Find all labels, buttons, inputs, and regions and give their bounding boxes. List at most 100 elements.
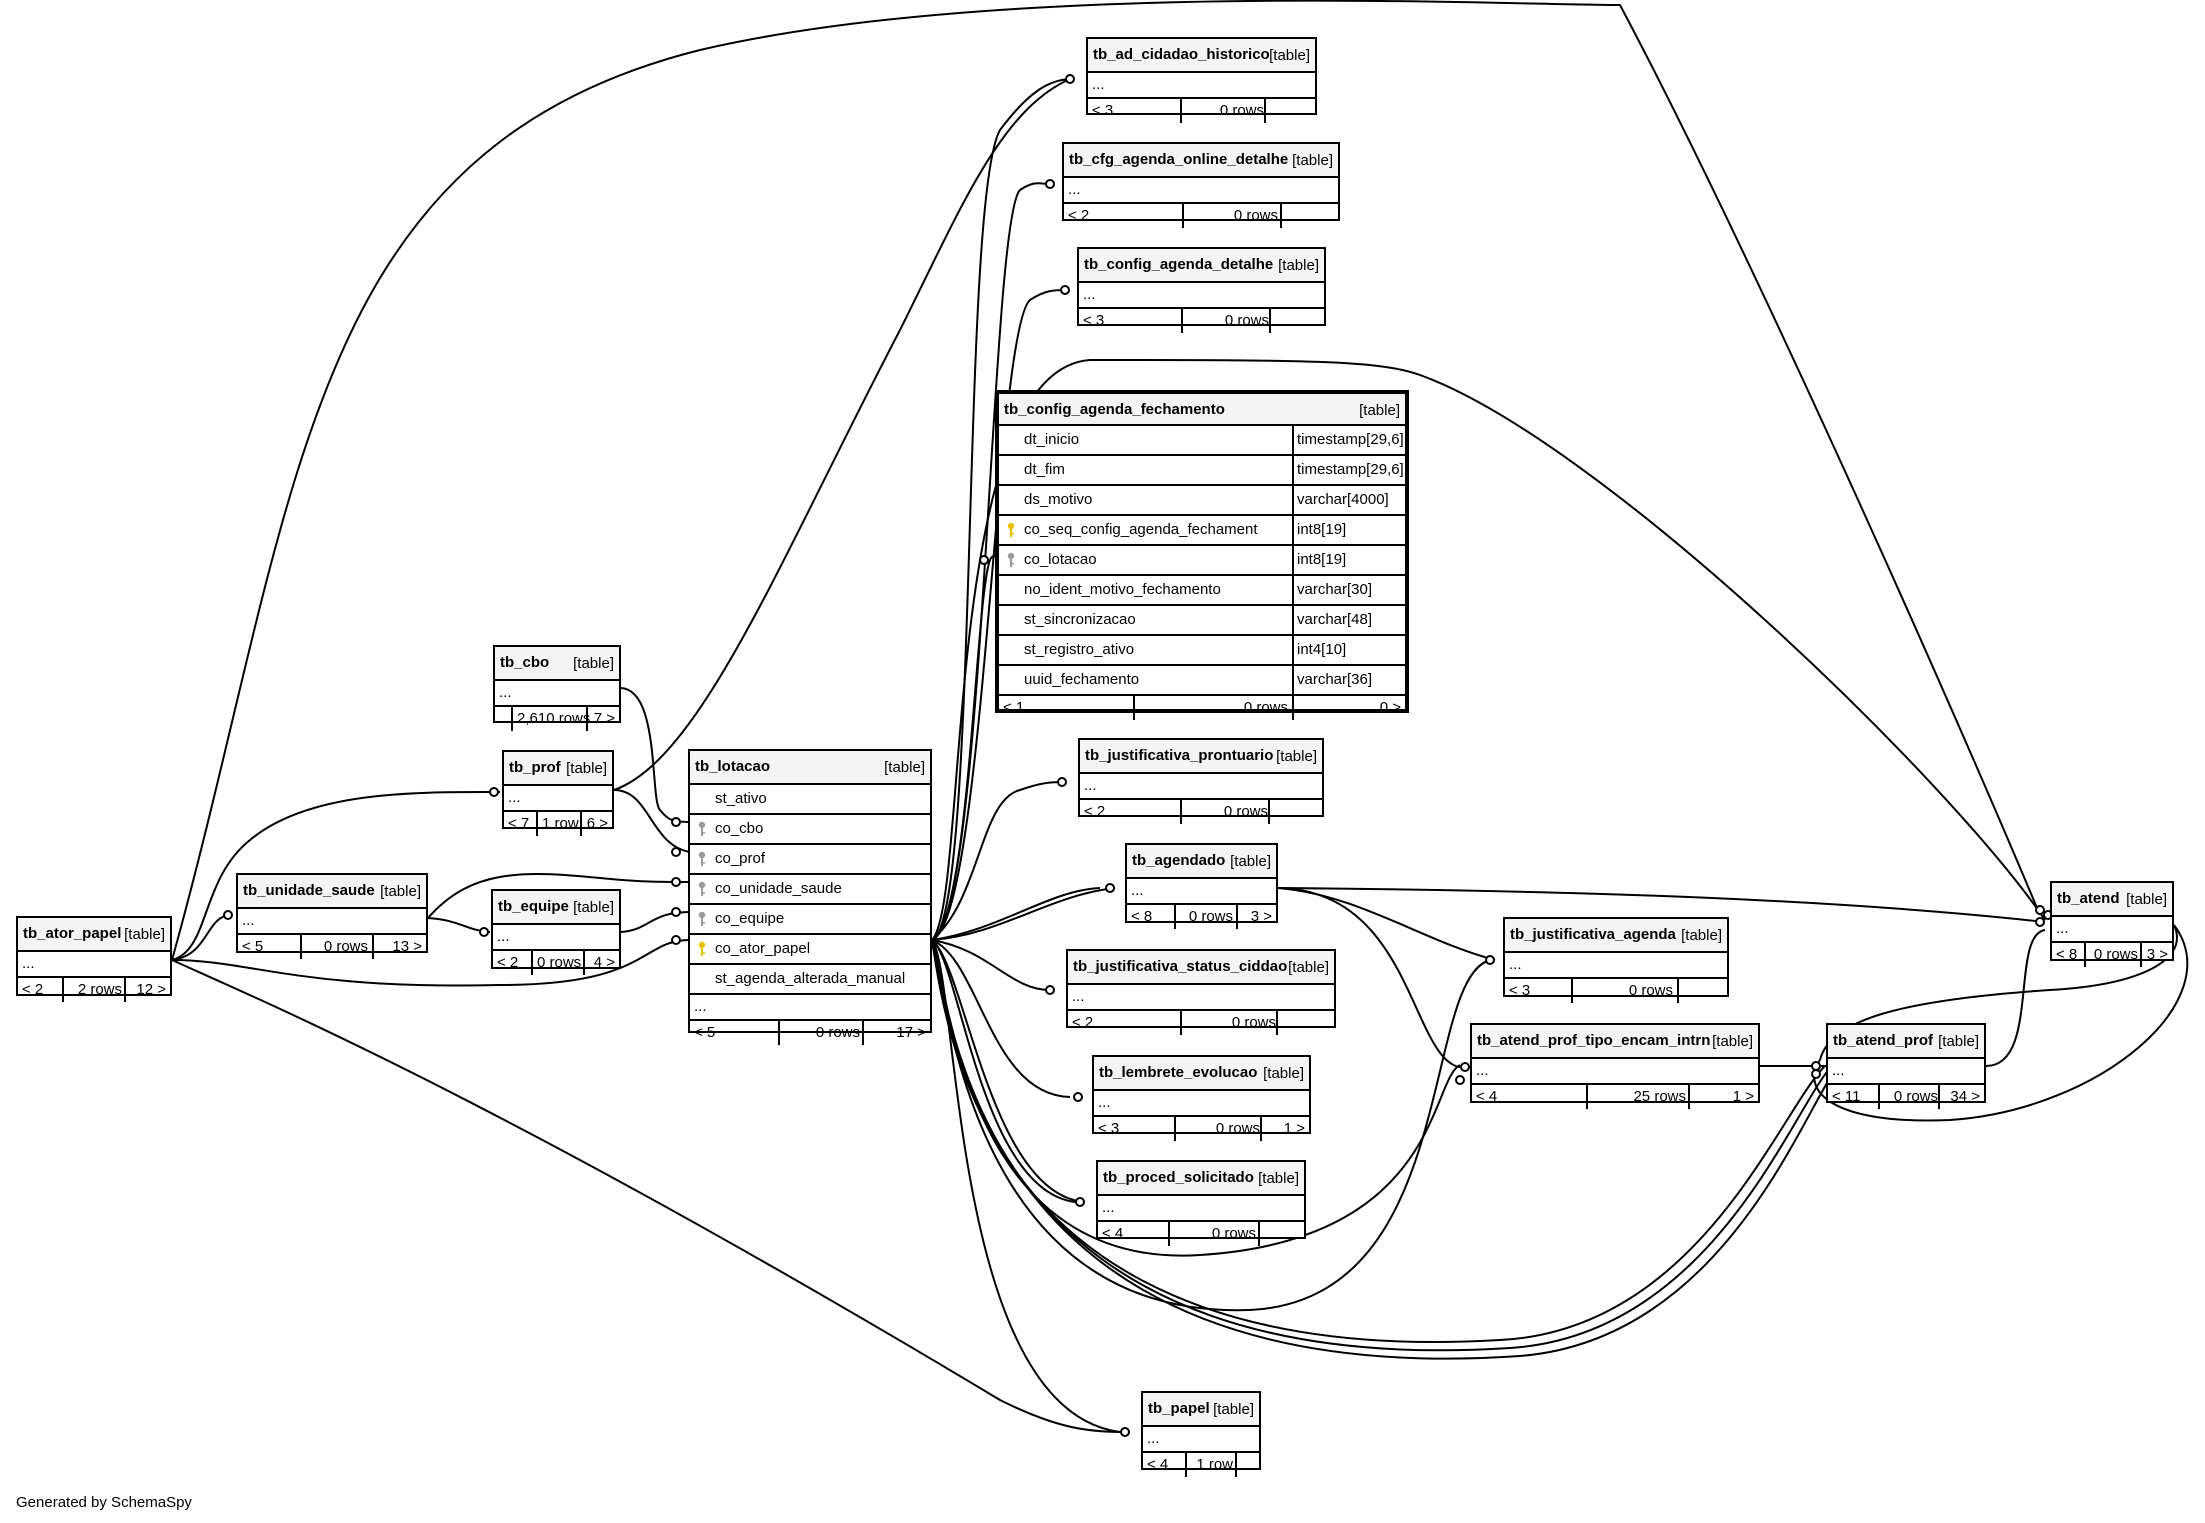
parents-link[interactable]: < 2 [497,954,519,971]
parents-link[interactable]: < 2 [1084,803,1106,820]
table-name[interactable]: tb_atend [2057,890,2120,907]
children-link[interactable]: 6 > [580,812,612,836]
table-name[interactable]: tb_lembrete_evolucao [1099,1064,1258,1081]
table-name[interactable]: tb_atend_prof_tipo_encam_intrn [1477,1032,1711,1049]
table-type: [table] [2126,891,2167,908]
table-name[interactable]: tb_ad_cidadao_historico [1093,46,1270,63]
parents-link[interactable] [495,707,503,731]
children-link[interactable]: 4 > [583,951,619,975]
table-name[interactable]: tb_lotacao [695,758,771,775]
children-link[interactable] [1264,99,1315,123]
table-name[interactable]: tb_papel [1148,1400,1210,1417]
children-link[interactable]: 12 > [124,978,170,1002]
children-link[interactable] [1258,1222,1304,1246]
children-link[interactable] [1280,204,1338,228]
table-atend-prof-tipo-encam-intrn[interactable]: tb_atend_prof_tipo_encam_intrn[table] ..… [1470,1023,1760,1109]
table-config-agenda-fechamento[interactable]: tb_config_agenda_fechamento[table] dt_in… [995,390,1409,720]
table-name[interactable]: tb_justificativa_prontuario [1085,747,1274,764]
parents-link[interactable]: < 5 [694,1024,716,1041]
table-name[interactable]: tb_ator_papel [23,925,122,942]
table-name[interactable]: tb_config_agenda_fechamento [1004,401,1225,418]
parents-link[interactable]: < 4 [1102,1225,1124,1242]
children-link[interactable]: 1 > [1260,1117,1309,1141]
column-row[interactable]: st_agenda_alterada_manual [690,965,930,995]
children-link[interactable]: 17 > [862,1021,930,1045]
parents-link[interactable]: < 2 [1072,1014,1094,1031]
parents-link[interactable]: < 4 [1147,1456,1169,1473]
parents-link[interactable]: < 3 [1509,982,1531,999]
parents-link[interactable]: < 3 [1098,1120,1120,1137]
column-row[interactable]: co_equipe [690,905,930,935]
children-link[interactable] [1235,1453,1259,1477]
parents-link[interactable]: < 4 [1476,1088,1498,1105]
children-link[interactable] [1677,979,1727,1003]
column-row[interactable]: co_cbo [690,815,930,845]
table-name[interactable]: tb_prof [509,759,561,776]
column-row[interactable]: co_prof [690,845,930,875]
table-name[interactable]: tb_cbo [500,654,550,671]
children-link[interactable] [1276,1011,1334,1035]
table-justificativa-prontuario[interactable]: tb_justificativa_prontuario[table] ... <… [1078,738,1324,824]
parents-link[interactable]: < 2 [1068,207,1090,224]
parents-link[interactable]: < 8 [1131,908,1153,925]
children-link[interactable]: 1 > [1688,1085,1758,1109]
parents-link[interactable]: < 5 [242,938,264,955]
table-justificativa-status-ciddao[interactable]: tb_justificativa_status_ciddao[table] ..… [1066,949,1336,1035]
children-link[interactable] [1269,309,1324,333]
parents-link[interactable]: < 7 [508,815,530,832]
edge-unidade-lotacao [427,873,691,919]
children-link[interactable]: 3 > [2140,943,2172,967]
children-link[interactable]: 0 > [1292,696,1405,720]
table-name[interactable]: tb_equipe [498,898,569,915]
table-name[interactable]: tb_justificativa_status_ciddao [1073,958,1288,975]
children-link[interactable]: 7 > [586,707,619,731]
table-name[interactable]: tb_config_agenda_detalhe [1084,256,1274,273]
table-cfg-agenda-online-detalhe[interactable]: tb_cfg_agenda_online_detalhe[table] ... … [1062,142,1340,228]
children-link[interactable]: 34 > [1938,1085,1984,1109]
columns-ellipsis: ... [504,786,612,812]
parents-link[interactable]: < 11 [1832,1088,1861,1105]
column-row[interactable]: st_ativo [690,785,930,815]
table-name[interactable]: tb_agendado [1132,852,1226,869]
parents-link[interactable]: < 3 [1092,102,1114,119]
edge-atend-prof-atend [1985,929,2046,1067]
table-name[interactable]: tb_justificativa_agenda [1510,926,1676,943]
column-row[interactable]: co_unidade_saude [690,875,930,905]
table-name[interactable]: tb_cfg_agenda_online_detalhe [1069,151,1289,168]
table-name[interactable]: tb_atend_prof [1833,1032,1934,1049]
children-link[interactable] [1268,800,1322,824]
parents-link[interactable]: < 2 [22,981,44,998]
column-row[interactable]: co_ator_papel [690,935,930,965]
parents-link[interactable]: < 3 [1083,312,1105,329]
parents-link[interactable]: < 8 [2056,946,2078,963]
table-name[interactable]: tb_proced_solicitado [1103,1169,1254,1186]
children-link[interactable]: 3 > [1236,905,1276,929]
parents-link[interactable]: < 1 [1003,699,1025,716]
table-name[interactable]: tb_unidade_saude [243,882,375,899]
children-link[interactable]: 13 > [372,935,426,959]
